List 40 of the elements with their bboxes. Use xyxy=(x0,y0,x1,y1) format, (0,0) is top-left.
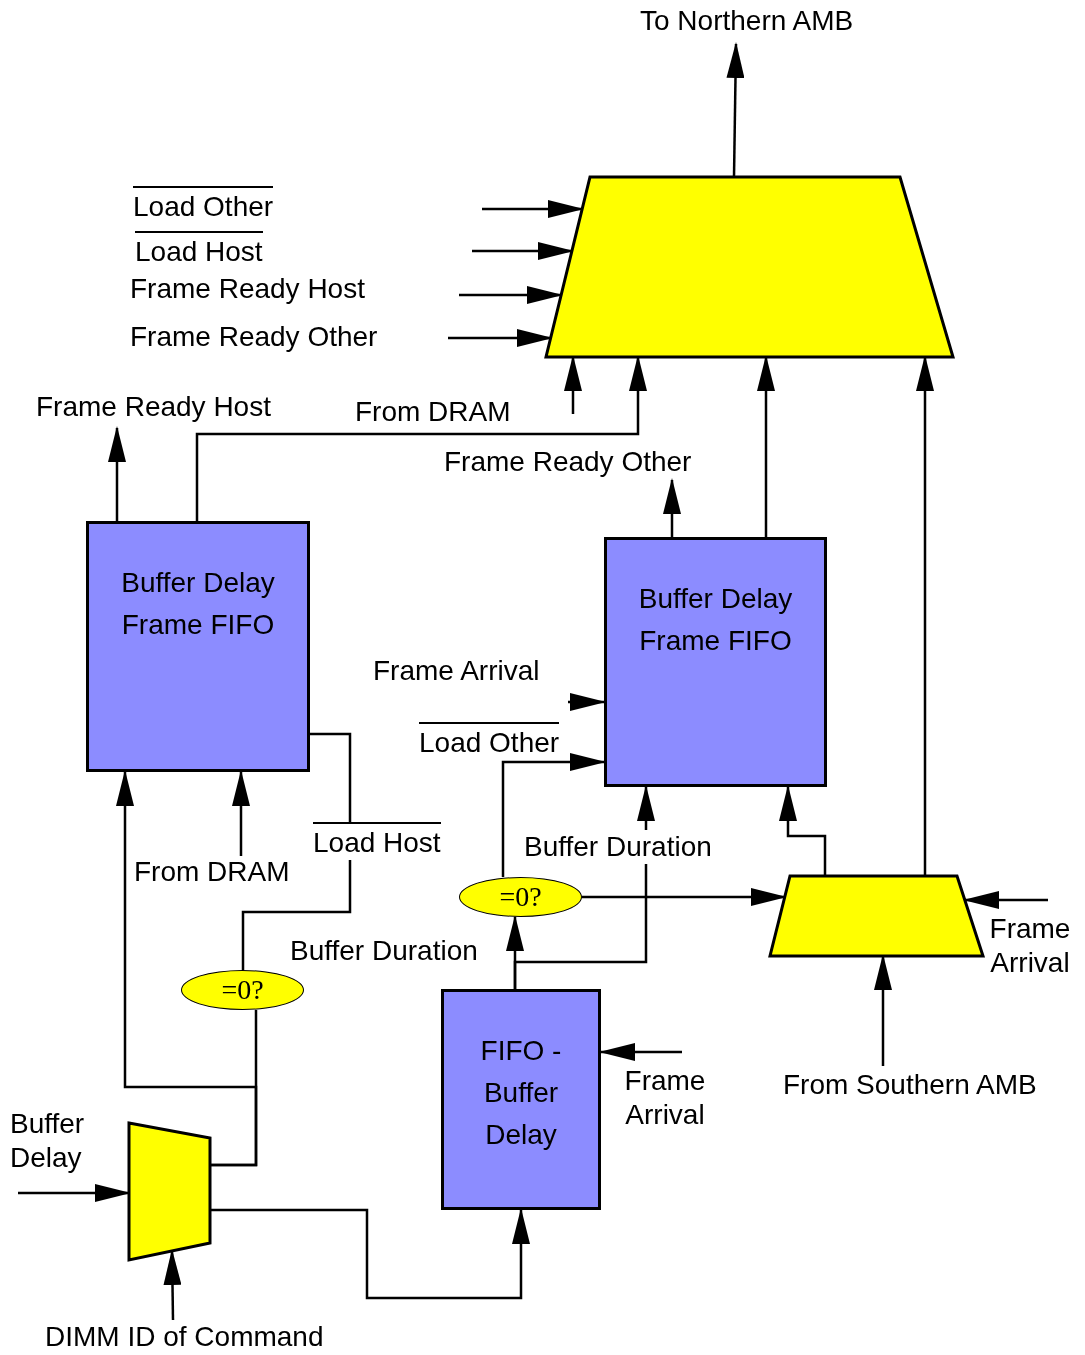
compare-label: =0? xyxy=(221,975,264,1005)
fifo-box xyxy=(86,521,310,772)
arrow xyxy=(108,426,126,521)
signal-label: DIMM ID of Command xyxy=(45,1320,324,1354)
signal-label: Frame Arrival xyxy=(612,1064,718,1132)
box-label: Buffer Delay Frame FIFO xyxy=(637,582,794,658)
trapezoid-block xyxy=(770,876,983,956)
arrow xyxy=(232,770,250,856)
signal-label: To Northern AMB xyxy=(640,4,854,38)
fifo-box xyxy=(604,537,827,787)
trapezoid-block xyxy=(546,177,953,357)
box-label: Buffer Delay Frame FIFO xyxy=(120,566,276,642)
arrow xyxy=(726,42,745,177)
arrow xyxy=(210,1208,530,1300)
signal-label: Frame Arrival xyxy=(373,654,540,688)
signal-label: From Southern AMB xyxy=(783,1068,1037,1102)
signal-label: From DRAM xyxy=(355,395,511,429)
arrow xyxy=(501,753,606,877)
compare-label: =0? xyxy=(499,882,542,912)
edge-label: Load Host xyxy=(313,822,441,860)
signal-label: Frame Ready Other xyxy=(444,445,692,479)
fifo-box xyxy=(441,989,601,1210)
arrow xyxy=(568,693,606,711)
connector-line xyxy=(241,732,352,970)
arrow xyxy=(506,915,524,989)
signal-label: Load Host xyxy=(135,231,263,269)
signal-label: Frame Ready Host xyxy=(130,272,365,306)
arrow xyxy=(663,478,681,537)
box-label: FIFO - Buffer Delay xyxy=(479,1034,563,1152)
signal-label: From DRAM xyxy=(134,855,290,889)
signal-label: Frame Ready Other xyxy=(130,320,378,354)
arrow xyxy=(599,1043,682,1061)
signal-label: Buffer Delay xyxy=(10,1107,110,1175)
signal-label: Frame Arrival xyxy=(980,912,1080,980)
signal-label: Load Other xyxy=(133,186,274,224)
trapezoid-block xyxy=(129,1123,210,1260)
connector-line xyxy=(210,1010,258,1167)
arrow xyxy=(779,785,827,876)
edge-label: Buffer Duration xyxy=(524,830,712,864)
signal-label: Frame Ready Host xyxy=(36,390,271,424)
